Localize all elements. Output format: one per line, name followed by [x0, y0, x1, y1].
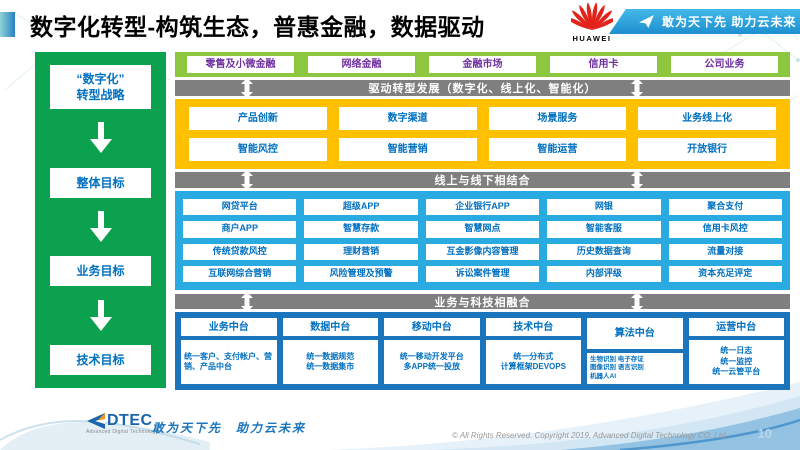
- banner-biz-tech-fusion: 业务与科技相融合: [175, 292, 790, 312]
- updown-arrow-icon: [241, 292, 253, 312]
- capability-item: 数字渠道: [338, 107, 477, 130]
- sidebar-step-tech-goal: 技术目标: [50, 344, 151, 375]
- platform-title: 业务中台: [181, 318, 277, 336]
- platform-detail: 统一数据规范 统一数据集市: [282, 340, 378, 384]
- channel-item: 历史数据查询: [547, 243, 661, 260]
- channel-item: 内部评级: [547, 265, 661, 282]
- footer-slogan: 敢为天下先 助力云未来: [152, 421, 307, 435]
- platform-title: 数据中台: [282, 318, 378, 336]
- page-title: 数字化转型-构筑生态，普惠金融，数据驱动: [30, 14, 485, 40]
- business-line-item: 金融市场: [429, 56, 536, 73]
- platform-detail: 统一分布式 计算框架DEVOPS: [485, 340, 581, 384]
- capability-item: 智能营销: [338, 138, 477, 161]
- down-arrow-icon: [89, 210, 113, 243]
- updown-arrow-icon: [631, 292, 643, 312]
- sidebar-step-strategy: “数字化” 转型战略: [50, 65, 151, 109]
- header-slogan-banner: 敢为天下先 助力云未来: [609, 9, 800, 34]
- channel-item: 互金影像内容管理: [425, 243, 540, 260]
- adtec-logo-icon: [87, 413, 105, 429]
- huawei-wordmark: HUAWEI: [572, 34, 612, 43]
- channel-item: 超级APP: [304, 199, 418, 216]
- strategy-sidebar: “数字化” 转型战略 整体目标 业务目标 技术目标: [35, 52, 166, 388]
- adtec-logo: DTEC Advanced Digital Technology: [86, 412, 158, 435]
- capability-item: 开放银行: [638, 138, 776, 161]
- sidebar-step-label: 整体目标: [76, 175, 125, 190]
- copyright-text: © All Rights Reserved. Copyright 2019, A…: [452, 431, 726, 440]
- capability-item: 智能风控: [189, 138, 327, 161]
- platform-detail: 统一移动开发平台 多APP统一投放: [384, 340, 480, 384]
- page-number: 10: [757, 426, 772, 441]
- channel-item: 聚合支付: [668, 199, 782, 216]
- platform-column-data: 数据中台 统一数据规范 统一数据集市: [282, 318, 378, 384]
- title-accent-bar: [0, 12, 15, 37]
- platform-band: 业务中台 统一客户、支付帐户、营销、产品中台 数据中台 统一数据规范 统一数据集…: [175, 312, 790, 390]
- channel-item: 智能客服: [547, 221, 661, 238]
- adtec-subtitle: Advanced Digital Technology: [86, 429, 159, 435]
- channel-item: 流量对接: [668, 243, 782, 260]
- adtec-wordmark: DTEC: [107, 412, 153, 429]
- sidebar-step-label: 技术目标: [76, 352, 125, 367]
- capability-item: 场景服务: [488, 107, 627, 130]
- banner-online-offline: 线上与线下相结合: [175, 170, 790, 190]
- banner-label: 线上与线下相结合: [434, 175, 531, 187]
- platform-column-operation: 运营中台 统一日志 统一监控 统一云管平台: [688, 318, 784, 384]
- sidebar-step-label: “数字化” 转型战略: [76, 71, 125, 102]
- down-arrow-icon: [89, 122, 113, 154]
- platform-title: 算法中台: [587, 318, 683, 349]
- channel-item: 信用卡风控: [668, 221, 782, 238]
- platform-column-tech: 技术中台 统一分布式 计算框架DEVOPS: [485, 318, 581, 384]
- banner-label: 驱动转型发展（数字化、线上化、智能化）: [368, 83, 597, 95]
- business-line-item: 零售及小微金融: [187, 56, 294, 73]
- channel-item: 网银: [547, 199, 661, 216]
- updown-arrow-icon: [631, 78, 643, 98]
- business-line-item: 信用卡: [550, 56, 657, 73]
- huawei-flower-icon: [566, 2, 618, 31]
- sidebar-step-business-goal: 业务目标: [50, 256, 151, 287]
- digital-capability-band: 产品创新 数字渠道 场景服务 业务线上化 智能风控 智能营销 智能运营 开放银行: [175, 99, 790, 169]
- channel-band: 网贷平台 超级APP 企业银行APP 网银 聚合支付 商户APP 智慧存款 智慧…: [175, 191, 790, 290]
- huawei-logo: HUAWEI: [566, 2, 618, 43]
- platform-detail: 统一客户、支付帐户、营销、产品中台: [181, 340, 277, 384]
- updown-arrow-icon: [241, 78, 253, 98]
- channel-item: 智慧存款: [304, 221, 418, 238]
- banner-drive-transformation: 驱动转型发展（数字化、线上化、智能化）: [175, 78, 790, 98]
- platform-title: 技术中台: [485, 318, 581, 336]
- diagram-main: 零售及小微金融 网络金融 金融市场 信用卡 公司业务 驱动转型发展（数字化、线上…: [175, 52, 790, 390]
- channel-item: 智慧网点: [425, 221, 540, 238]
- channel-item: 网贷平台: [183, 199, 297, 216]
- platform-column-algorithm: 算法中台 生物识别 电子存证 图像识别 语言识别 机器人AI: [587, 318, 683, 384]
- platform-title: 移动中台: [384, 318, 480, 336]
- banner-label: 业务与科技相融合: [434, 296, 531, 309]
- channel-item: 资本充足评定: [668, 265, 782, 282]
- capability-item: 智能运营: [488, 138, 627, 161]
- platform-detail: 统一日志 统一监控 统一云管平台: [688, 340, 784, 384]
- channel-item: 传统贷款风控: [183, 243, 297, 260]
- sidebar-step-overall-goal: 整体目标: [50, 167, 151, 198]
- down-arrow-icon: [89, 299, 113, 332]
- updown-arrow-icon: [631, 170, 643, 190]
- channel-item: 企业银行APP: [425, 199, 540, 216]
- capability-item: 产品创新: [189, 107, 327, 130]
- platform-column-mobile: 移动中台 统一移动开发平台 多APP统一投放: [384, 318, 480, 384]
- platform-title: 运营中台: [688, 318, 784, 336]
- header-slogan-text: 敢为天下先 助力云未来: [662, 15, 797, 29]
- channel-item: 互联网综合营销: [183, 265, 297, 282]
- capability-item: 业务线上化: [638, 107, 776, 130]
- channel-item: 商户APP: [183, 221, 297, 238]
- business-lines-band: 零售及小微金融 网络金融 金融市场 信用卡 公司业务: [175, 52, 790, 77]
- business-line-item: 网络金融: [308, 56, 415, 73]
- channel-item: 风险管理及预警: [304, 265, 418, 282]
- platform-detail: 生物识别 电子存证 图像识别 语言识别 机器人AI: [587, 353, 683, 384]
- channel-item: 诉讼案件管理: [425, 265, 540, 282]
- sidebar-step-label: 业务目标: [76, 264, 125, 279]
- updown-arrow-icon: [241, 170, 253, 190]
- platform-column-business: 业务中台 统一客户、支付帐户、营销、产品中台: [181, 318, 277, 384]
- business-line-item: 公司业务: [671, 56, 778, 73]
- paper-plane-icon: [639, 15, 654, 28]
- channel-item: 理财营销: [304, 243, 418, 260]
